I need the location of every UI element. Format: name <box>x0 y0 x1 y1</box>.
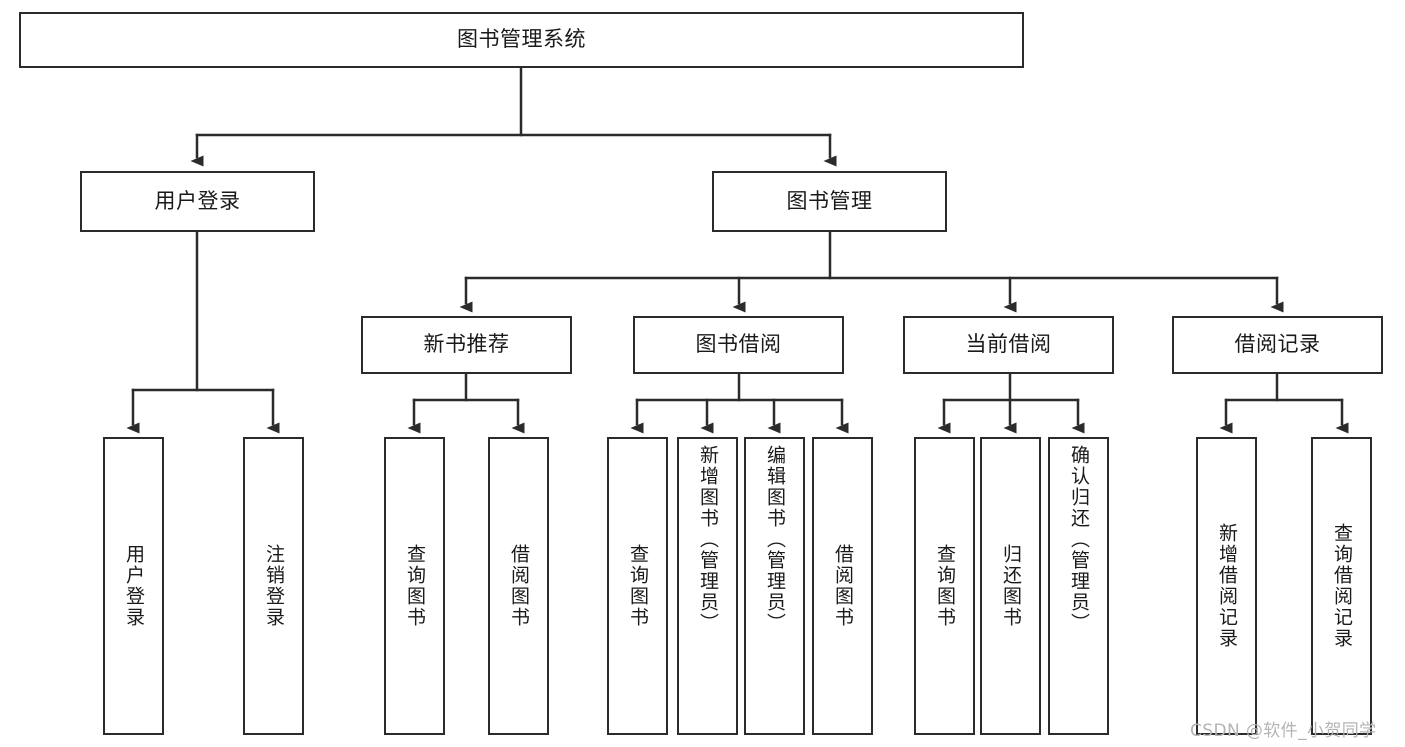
node-label: 新增图书（管理员） <box>696 445 719 634</box>
leaf-add-book[interactable]: 新增图书（管理员） <box>677 437 738 735</box>
node-label: 查询图书 <box>403 544 426 628</box>
node-label: 图书借阅 <box>695 332 782 357</box>
edges-bookborrow-to-leaves <box>630 373 849 434</box>
leaf-confirm-return[interactable]: 确认归还（管理员） <box>1048 437 1109 735</box>
node-label: 用户登录 <box>154 188 241 213</box>
node-label: 用户登录 <box>122 544 145 628</box>
node-label: 查询图书 <box>626 544 649 628</box>
node-label: 借阅图书 <box>507 544 530 628</box>
node-label: 新书推荐 <box>423 332 510 357</box>
edges-newbook-to-leaves <box>407 373 525 434</box>
leaf-logout-login[interactable]: 注销登录 <box>243 437 304 735</box>
node-label: 新增借阅记录 <box>1215 523 1238 649</box>
leaf-borrow-book-recommend[interactable]: 借阅图书 <box>488 437 549 735</box>
leaf-query-borrow-record[interactable]: 查询借阅记录 <box>1311 437 1372 735</box>
node-label: 注销登录 <box>262 544 285 628</box>
node-label: 借阅图书 <box>831 544 854 628</box>
node-label: 查询借阅记录 <box>1330 523 1353 649</box>
leaf-edit-book[interactable]: 编辑图书（管理员） <box>744 437 805 735</box>
node-label: 查询图书 <box>933 544 956 628</box>
node-book-manage[interactable]: 图书管理 <box>712 171 947 232</box>
node-user-login[interactable]: 用户登录 <box>80 171 315 232</box>
edges-currentborrow-to-leaves <box>937 373 1085 434</box>
edges-userlogin-to-leaves <box>126 230 280 434</box>
edges-bookmanage-to-level3 <box>459 230 1284 313</box>
edges-borrowrecord-to-leaves <box>1219 373 1349 434</box>
leaf-user-login[interactable]: 用户登录 <box>103 437 164 735</box>
edges-root-to-level2 <box>190 66 837 167</box>
node-label: 当前借阅 <box>965 332 1052 357</box>
node-label: 归还图书 <box>999 544 1022 628</box>
leaf-query-book-current[interactable]: 查询图书 <box>914 437 975 735</box>
node-new-book-recommend[interactable]: 新书推荐 <box>361 316 572 374</box>
leaf-borrow-book[interactable]: 借阅图书 <box>812 437 873 735</box>
node-label: 借阅记录 <box>1234 332 1321 357</box>
node-book-borrow[interactable]: 图书借阅 <box>633 316 844 374</box>
node-label: 图书管理 <box>786 188 873 213</box>
leaf-return-book[interactable]: 归还图书 <box>980 437 1041 735</box>
leaf-query-book-borrow[interactable]: 查询图书 <box>607 437 668 735</box>
leaf-query-book-recommend[interactable]: 查询图书 <box>384 437 445 735</box>
csdn-watermark: CSDN @软件_小贺同学 <box>1190 721 1377 741</box>
node-borrow-record[interactable]: 借阅记录 <box>1172 316 1383 374</box>
node-label: 图书管理系统 <box>457 27 586 52</box>
node-root-system[interactable]: 图书管理系统 <box>19 12 1024 68</box>
node-current-borrow[interactable]: 当前借阅 <box>903 316 1114 374</box>
node-label: 确认归还（管理员） <box>1067 445 1090 634</box>
node-label: 编辑图书（管理员） <box>763 445 786 634</box>
leaf-add-borrow-record[interactable]: 新增借阅记录 <box>1196 437 1257 735</box>
